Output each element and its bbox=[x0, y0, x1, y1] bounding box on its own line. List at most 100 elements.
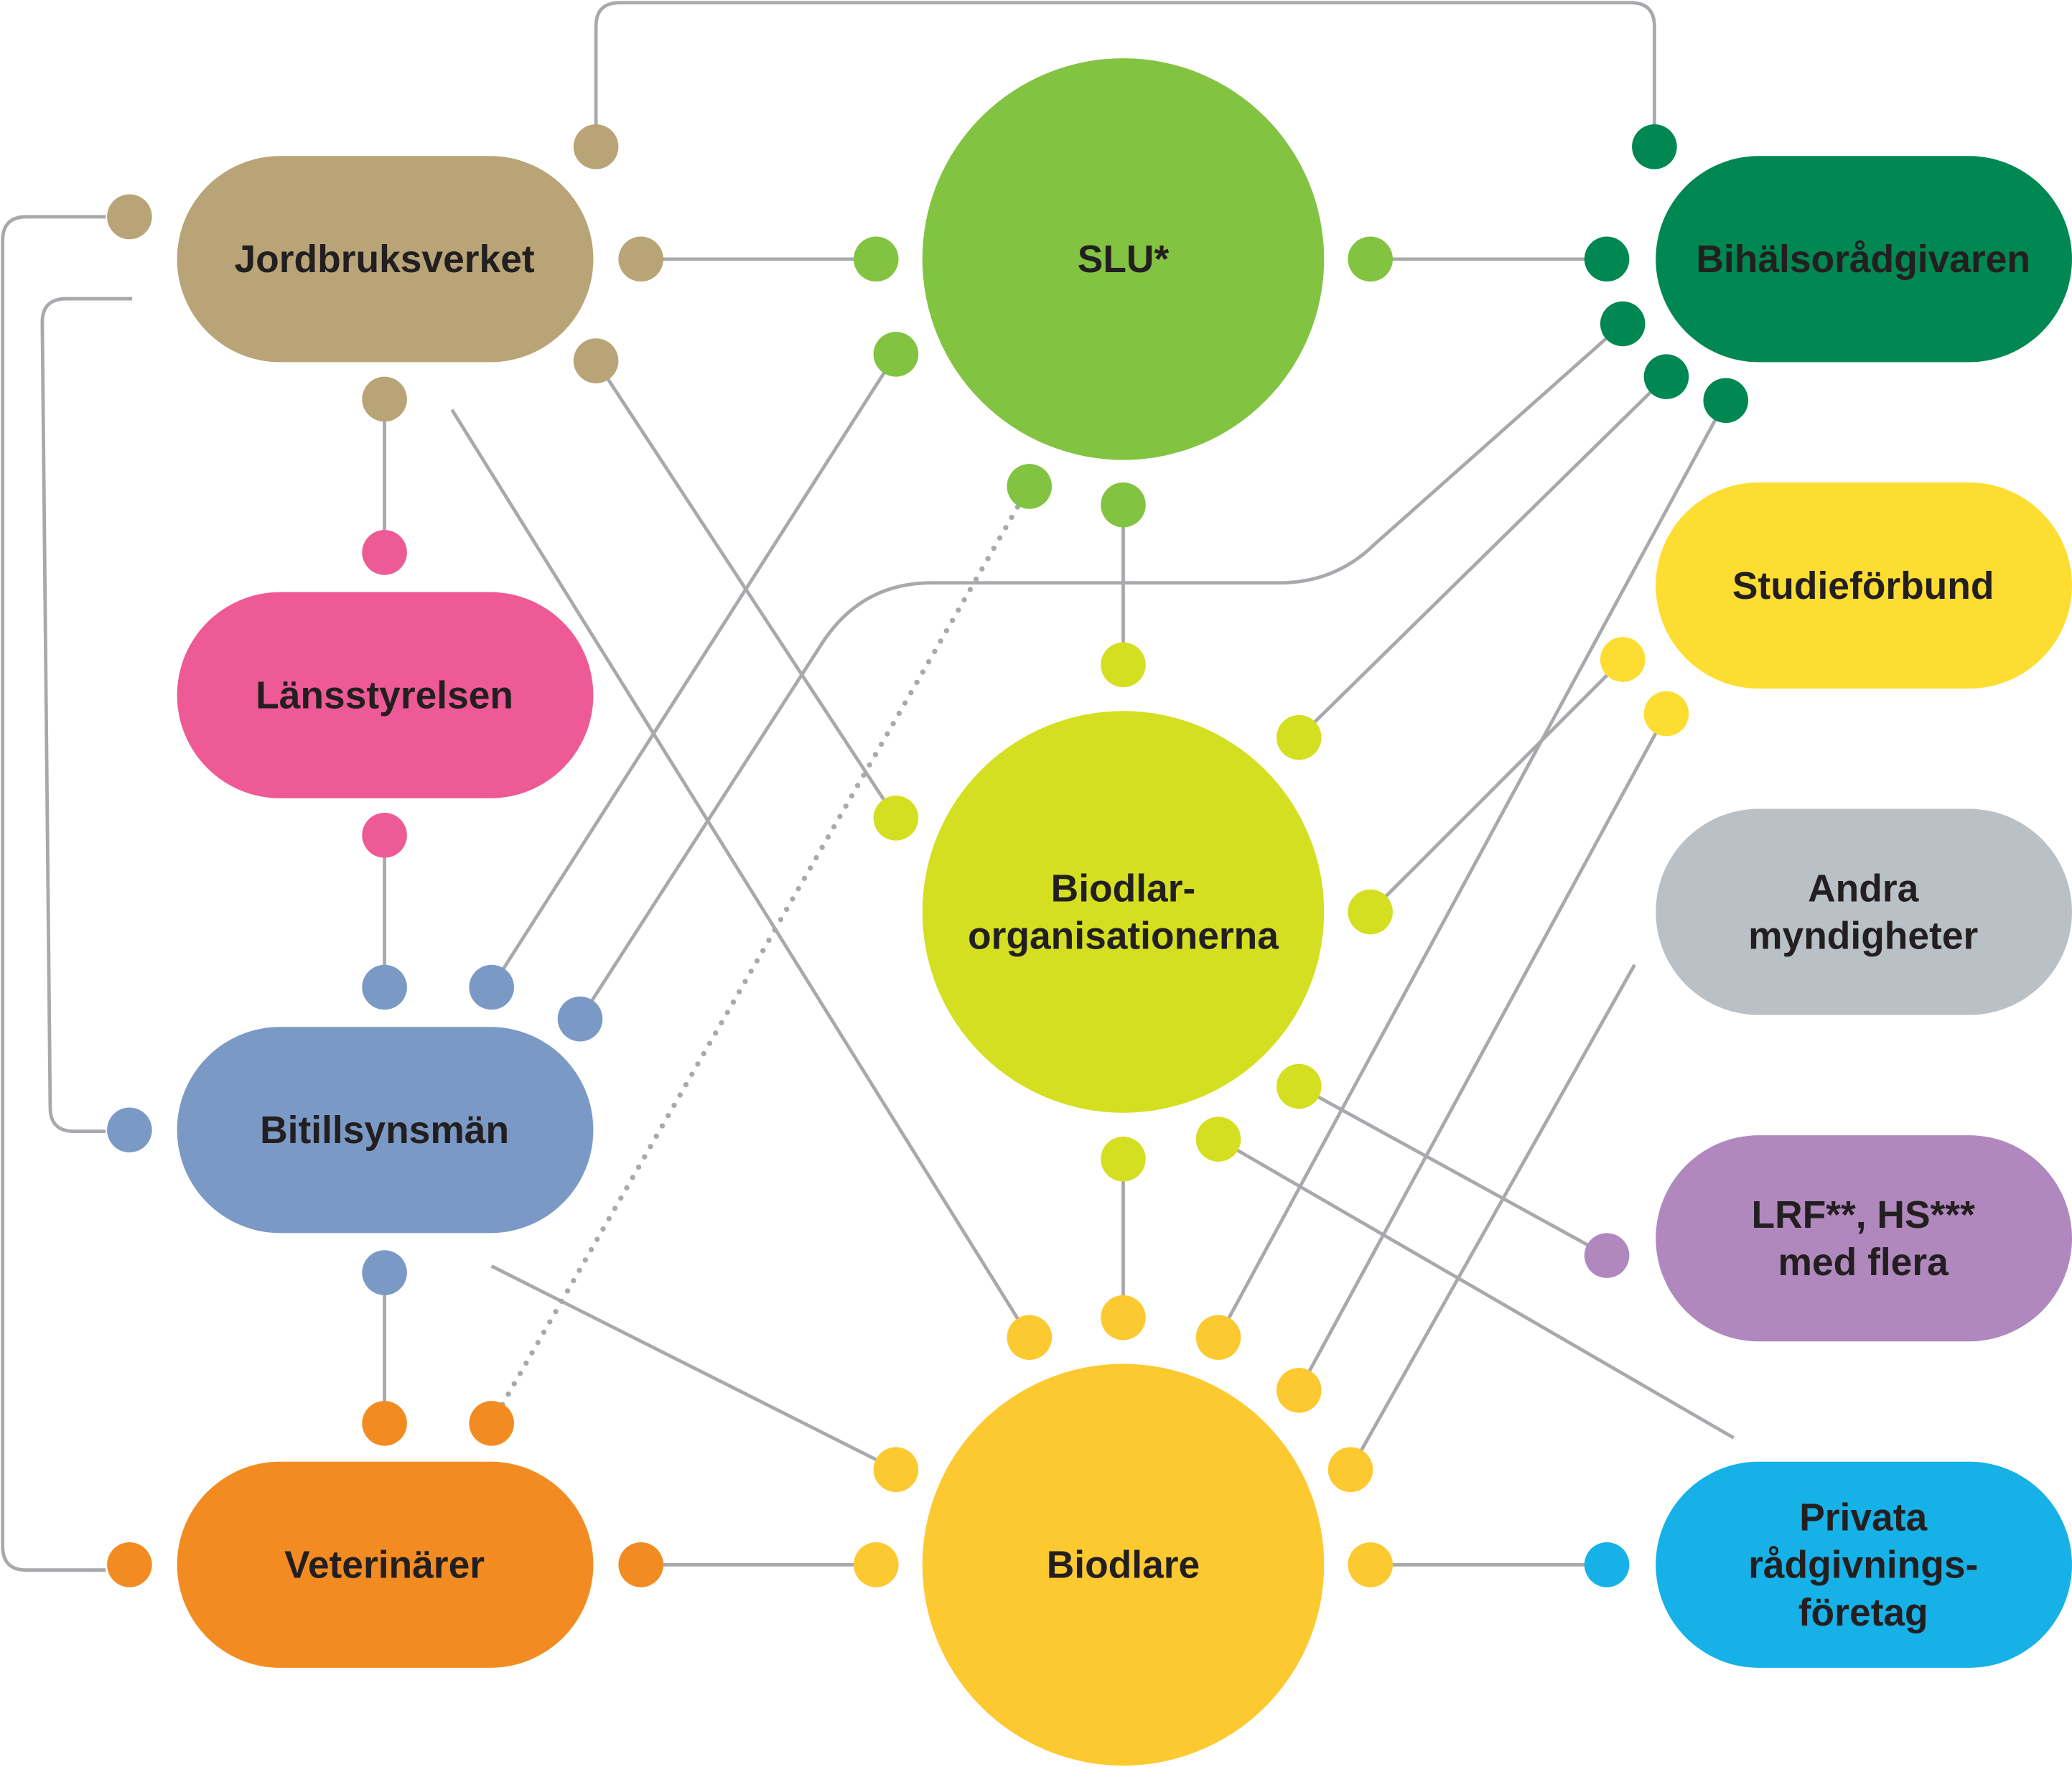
connection-line bbox=[1217, 1137, 1735, 1440]
node-lrf: LRF**, HS*** med flera bbox=[1656, 1135, 2072, 1342]
connector-dot-biodlare bbox=[854, 1542, 899, 1587]
connector-dot-biodlarorg bbox=[1276, 714, 1322, 760]
connector-dot-veterinarer bbox=[618, 1542, 663, 1587]
connector-dot-jordbruksverket bbox=[107, 194, 152, 240]
node-studieforbund-label: Studieförbund bbox=[1732, 565, 1994, 607]
node-veterinarer: Veterinärer bbox=[177, 1461, 594, 1668]
node-biodlarorg-label: Biodlar- bbox=[1051, 867, 1196, 910]
node-bihalso-shape bbox=[1656, 156, 2072, 363]
connection-line bbox=[490, 1264, 897, 1471]
connection-line bbox=[578, 322, 1624, 1020]
node-bihalso-label: Bihälsorådgivaren bbox=[1696, 238, 2030, 281]
node-jordbruksverket-shape bbox=[177, 156, 594, 363]
node-privata-shape bbox=[1656, 1461, 2072, 1668]
node-andra-label: Andra bbox=[1808, 867, 1919, 910]
connector-dot-slu bbox=[854, 236, 899, 282]
connector-dot-bihalso bbox=[1584, 236, 1630, 282]
connector-dot-biodlare bbox=[873, 1447, 919, 1493]
connection-line bbox=[1297, 375, 1668, 739]
node-bitillsynsman-label: Bitillsynsmän bbox=[260, 1109, 509, 1152]
node-biodlare-label: Biodlare bbox=[1047, 1544, 1200, 1587]
connection-line bbox=[1297, 712, 1669, 1391]
connector-dot-slu bbox=[1348, 236, 1393, 282]
node-privata-label: Privata bbox=[1799, 1496, 1928, 1539]
node-andra: Andra myndigheter bbox=[1656, 808, 2072, 1015]
connector-dot-bihalso bbox=[1643, 354, 1689, 399]
connector-dot-bitillsynsman bbox=[469, 964, 514, 1010]
node-biodlarorg: Biodlar-organisationerna bbox=[922, 711, 1325, 1113]
connector-dot-biodlare bbox=[1327, 1447, 1373, 1493]
connection-line bbox=[1298, 1084, 1608, 1257]
node-studieforbund: Studieförbund bbox=[1656, 482, 2072, 689]
node-bitillsynsman: Bitillsynsmän bbox=[177, 1027, 594, 1234]
node-biodlarorg-shape bbox=[922, 711, 1325, 1113]
connector-dot-veterinarer bbox=[469, 1401, 514, 1446]
connector-dot-jordbruksverket bbox=[573, 338, 619, 383]
connector-dots bbox=[107, 124, 1749, 1587]
connector-dot-bitillsynsman bbox=[557, 996, 603, 1042]
connector-dot-biodlare bbox=[1007, 1315, 1053, 1361]
connector-dot-bihalso bbox=[1703, 378, 1749, 424]
connection-line bbox=[490, 353, 897, 989]
connection-line bbox=[450, 409, 1031, 1338]
connector-dot-privata bbox=[1584, 1542, 1630, 1587]
connector-dot-lansstyrelsen bbox=[362, 530, 407, 575]
connector-dot-slu bbox=[1101, 482, 1146, 528]
connector-dot-jordbruksverket bbox=[362, 376, 407, 422]
connector-dot-veterinarer bbox=[362, 1401, 407, 1446]
node-andra-shape bbox=[1656, 808, 2072, 1015]
node-privata-label: företag bbox=[1798, 1592, 1928, 1634]
node-jordbruksverket: Jordbruksverket bbox=[177, 156, 594, 363]
connector-dot-bihalso bbox=[1632, 124, 1677, 169]
connection-line bbox=[40, 297, 133, 1133]
connector-dot-lrf bbox=[1584, 1233, 1630, 1278]
node-privata: Privata rådgivnings-företag bbox=[1656, 1461, 2072, 1668]
connector-dot-biodlarorg bbox=[1195, 1116, 1241, 1162]
connector-dot-biodlarorg bbox=[873, 796, 919, 841]
connector-dot-bitillsynsman bbox=[362, 1250, 407, 1295]
node-lrf-shape bbox=[1656, 1135, 2072, 1342]
node-privata-label: rådgivnings- bbox=[1748, 1544, 1978, 1587]
connector-dot-jordbruksverket bbox=[618, 236, 663, 282]
connection-line bbox=[1368, 658, 1624, 913]
node-biodlare: Biodlare bbox=[922, 1363, 1325, 1766]
node-bihalso: Bihälsorådgivaren bbox=[1656, 156, 2072, 363]
connection-line bbox=[594, 1, 1656, 147]
connector-dot-biodlarorg bbox=[1348, 889, 1393, 935]
connector-dot-biodlare bbox=[1348, 1542, 1393, 1587]
connector-dot-biodlarorg bbox=[1101, 1136, 1146, 1182]
connection-dotted-line bbox=[489, 483, 1032, 1427]
node-veterinarer-shape bbox=[177, 1461, 594, 1668]
node-bitillsynsman-shape bbox=[177, 1027, 594, 1234]
connector-dot-slu bbox=[1007, 464, 1053, 509]
connector-dot-bihalso bbox=[1600, 301, 1646, 347]
connector-dot-biodlarorg bbox=[1101, 642, 1146, 688]
connector-dot-biodlarorg bbox=[1276, 1063, 1322, 1109]
connection-line bbox=[1348, 964, 1636, 1470]
connector-dot-biodlare bbox=[1195, 1315, 1241, 1361]
connection-line bbox=[1, 215, 106, 1572]
connector-dot-slu bbox=[873, 332, 919, 377]
connector-dot-bitillsynsman bbox=[107, 1107, 152, 1153]
connector-dot-studieforbund bbox=[1600, 637, 1646, 682]
node-lansstyrelsen-shape bbox=[177, 592, 594, 798]
node-jordbruksverket-label: Jordbruksverket bbox=[235, 238, 535, 281]
node-lansstyrelsen: Länsstyrelsen bbox=[177, 592, 594, 798]
node-slu: SLU* bbox=[922, 58, 1325, 460]
connection-line bbox=[1216, 399, 1727, 1338]
node-slu-shape bbox=[922, 58, 1325, 460]
connections bbox=[1, 1, 1735, 1572]
node-biodlarorg-label: organisationerna bbox=[968, 915, 1279, 958]
node-lrf-label: med flera bbox=[1778, 1241, 1950, 1284]
node-lansstyrelsen-label: Länsstyrelsen bbox=[256, 675, 513, 717]
connector-dot-biodlare bbox=[1276, 1368, 1322, 1413]
node-biodlare-shape bbox=[922, 1363, 1325, 1766]
node-lrf-label: LRF**, HS*** bbox=[1752, 1194, 1976, 1236]
node-veterinarer-label: Veterinärer bbox=[284, 1544, 485, 1587]
node-slu-label: SLU* bbox=[1078, 238, 1170, 281]
connector-dot-biodlare bbox=[1101, 1295, 1146, 1341]
node-studieforbund-shape bbox=[1656, 482, 2072, 689]
node-andra-label: myndigheter bbox=[1748, 915, 1978, 958]
